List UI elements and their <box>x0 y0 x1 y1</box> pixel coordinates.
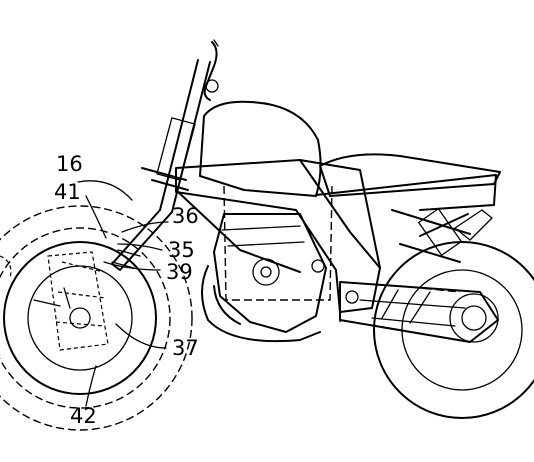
engine <box>201 213 327 343</box>
main-frame <box>175 159 381 313</box>
reference-numeral-39: 39 <box>166 260 193 284</box>
swingarm <box>339 281 499 343</box>
leader-lines <box>77 180 169 407</box>
fuel-tank <box>199 100 322 197</box>
rear-subframe <box>315 174 497 263</box>
reference-numeral-16: 16 <box>56 152 83 176</box>
reference-numeral-35: 35 <box>168 238 195 262</box>
seat <box>319 153 501 197</box>
reference-numeral-42: 42 <box>70 404 97 428</box>
reference-numeral-36: 36 <box>172 204 199 228</box>
front-wheel <box>0 205 193 431</box>
handlebar <box>203 39 219 101</box>
front-fork <box>111 59 211 271</box>
reference-numeral-37: 37 <box>172 336 199 360</box>
reference-numeral-41: 41 <box>54 180 81 204</box>
